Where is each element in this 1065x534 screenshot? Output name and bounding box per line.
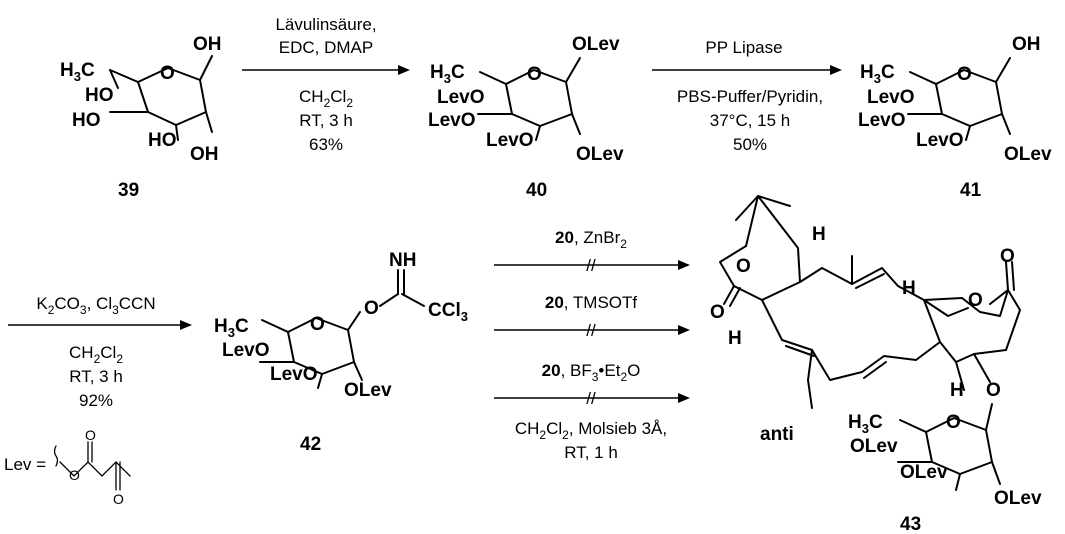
arrow-step-4c: 20, BF3•Et2O // CH2Cl2, Molsieb 3Å, RT, … — [494, 361, 690, 462]
levo-label: LevO — [437, 87, 485, 108]
step3-conditions: RT, 3 h — [69, 367, 123, 386]
arrow-step-4b: 20, TMSOTf // — [494, 293, 690, 340]
failed-marker: // — [586, 389, 596, 408]
failed-marker: // — [586, 321, 596, 340]
compound-40-structure: H3C O OLev LevO LevO LevO OLev 40 — [428, 34, 624, 201]
step1-reagent: EDC, DMAP — [279, 38, 373, 57]
glycosidic-oxygen: O — [986, 380, 1001, 401]
condition-tmsotf: 20, TMSOTf — [545, 293, 638, 312]
compound-43-structure: O O O O O H H H H H3C O OL — [710, 195, 1042, 534]
ring-oxygen: O — [160, 63, 175, 84]
levo-label: LevO — [270, 364, 318, 385]
h3c-label: H3C — [848, 412, 883, 436]
compound-41-number: 41 — [960, 180, 982, 201]
step2-yield: 50% — [733, 135, 767, 154]
levo-label: LevO — [428, 110, 476, 131]
step1-solvent: CH2Cl2 — [299, 87, 353, 110]
levo-label: LevO — [916, 130, 964, 151]
step3-reagent: K2CO3, Cl3CCN — [36, 294, 155, 317]
h3c-label: H3C — [60, 60, 95, 84]
compound-42-structure: H3C O O NH CCl3 LevO LevO OLev 42 — [214, 250, 468, 455]
glycosidic-oxygen: O — [364, 298, 379, 319]
step4-conditions: RT, 1 h — [564, 443, 618, 462]
ring-oxygen: O — [527, 64, 542, 85]
olev-label: OLev — [576, 144, 624, 165]
ccl3-label: CCl3 — [428, 300, 468, 324]
h3c-label: H3C — [430, 62, 465, 86]
levo-label: LevO — [222, 340, 270, 361]
compound-40-number: 40 — [526, 180, 547, 201]
condition-bf3-etherate: 20, BF3•Et2O — [542, 361, 641, 384]
stereo-h-label: H — [902, 278, 916, 299]
compound-39-structure: H3C O OH HO HO HO OH 39 — [60, 34, 222, 201]
ring-oxygen: O — [310, 314, 325, 335]
olev-label: OLev — [900, 462, 948, 483]
olev-label: OLev — [344, 380, 392, 401]
step2-reagent: PP Lipase — [705, 38, 782, 57]
compound-42-number: 42 — [300, 434, 321, 455]
compound-43-number: 43 — [900, 514, 921, 534]
compound-41-structure: H3C O OH LevO LevO LevO OLev 41 — [858, 34, 1052, 201]
lev-carbonyl-oxygen: O — [85, 427, 96, 443]
lev-definition: Lev = O O O — [4, 427, 131, 507]
oh-label: OH — [193, 34, 222, 55]
olev-label: OLev — [1004, 144, 1052, 165]
oh-label: OH — [190, 144, 219, 165]
failed-marker: // — [586, 256, 596, 275]
stereo-h-label: H — [950, 380, 964, 401]
h3c-label: H3C — [214, 316, 249, 340]
ring-oxygen: O — [957, 64, 972, 85]
condition-zinc-bromide: 20, ZnBr2 — [555, 228, 627, 251]
lactone-carbonyl-oxygen: O — [710, 302, 725, 323]
stereo-h-label: H — [812, 224, 826, 245]
step1-conditions: RT, 3 h — [299, 111, 353, 130]
oh-label: OH — [1012, 34, 1041, 55]
ho-label: HO — [148, 130, 177, 151]
arrow-step-2: PP Lipase PBS-Puffer/Pyridin, 37°C, 15 h… — [652, 38, 842, 154]
step3-solvent: CH2Cl2 — [69, 343, 123, 366]
ring-oxygen: O — [946, 412, 961, 433]
lactone-ring-oxygen: O — [736, 256, 751, 277]
lev-ketone-oxygen: O — [113, 491, 124, 507]
olev-label: OLev — [572, 34, 620, 55]
levo-label: LevO — [858, 110, 906, 131]
lev-ester-oxygen: O — [69, 467, 80, 483]
stereo-h-label: H — [728, 328, 742, 349]
arrow-step-3: K2CO3, Cl3CCN CH2Cl2 RT, 3 h 92% — [8, 294, 192, 410]
arrow-step-1: Lävulinsäure, EDC, DMAP CH2Cl2 RT, 3 h 6… — [242, 15, 410, 154]
lev-equals-label: Lev = — [4, 455, 46, 474]
nh-label: NH — [389, 250, 416, 271]
step2-buffer: PBS-Puffer/Pyridin, — [677, 87, 823, 106]
arrow-step-4a: 20, ZnBr2 // — [494, 228, 690, 275]
olev-label: OLev — [850, 436, 898, 457]
macrolactone-oxygen: O — [968, 290, 983, 311]
ho-label: HO — [85, 85, 114, 106]
levo-label: LevO — [867, 87, 915, 108]
h3c-label: H3C — [860, 62, 895, 86]
step4-solvent: CH2Cl2, Molsieb 3Å, — [515, 419, 667, 442]
step1-reagent: Lävulinsäure, — [275, 15, 376, 34]
step3-yield: 92% — [79, 391, 113, 410]
olev-label: OLev — [994, 488, 1042, 509]
ho-label: HO — [72, 110, 101, 131]
step1-yield: 63% — [309, 135, 343, 154]
step2-conditions: 37°C, 15 h — [710, 111, 791, 130]
compound-39-number: 39 — [118, 180, 139, 201]
macrolactone-carbonyl-oxygen: O — [1000, 246, 1015, 267]
levo-label: LevO — [486, 130, 534, 151]
anti-label: anti — [760, 424, 794, 445]
